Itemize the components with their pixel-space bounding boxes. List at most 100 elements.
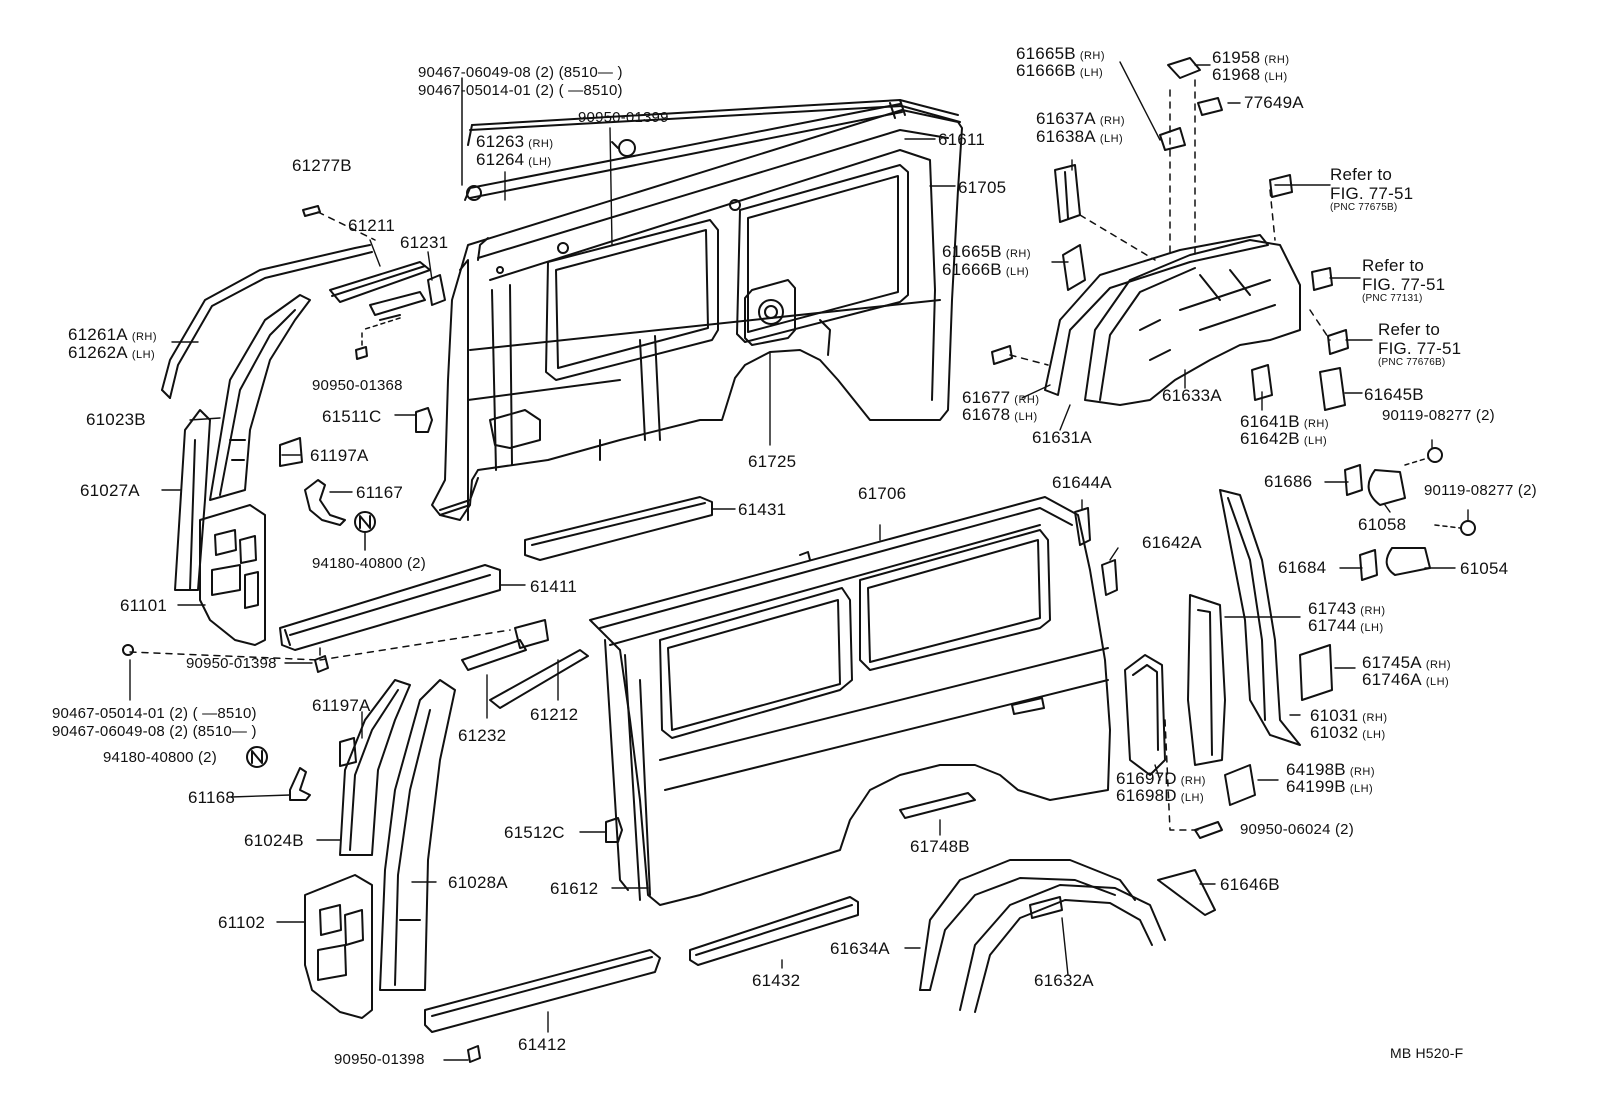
label-refer-to-1: Refer to: [1330, 165, 1393, 184]
label-61101: 61101: [120, 596, 168, 615]
part-61511C: [415, 407, 433, 433]
label-61167: 61167: [356, 483, 404, 502]
part-61646B: [1157, 869, 1216, 916]
label-90467-05014-01-lower: 90467-05014-01 (2) ( —8510): [52, 705, 257, 722]
label-61264: 61264(LH): [476, 150, 552, 169]
screw-90119-a: [1427, 447, 1443, 463]
label-61638A: 61638A(LH): [1036, 127, 1124, 146]
panel-61102: [304, 874, 373, 1019]
label-61512C: 61512C: [504, 823, 565, 842]
label-61665B-top: 61665B(RH): [1016, 44, 1106, 63]
part-ref-77675B: [1269, 174, 1293, 198]
rail-61212: [489, 649, 589, 709]
arch-61634A: [919, 859, 1136, 991]
label-61231: 61231: [400, 233, 449, 252]
label-61666B-top: 61666B(LH): [1016, 61, 1104, 80]
label-94180-40800-top: 94180-40800 (2): [312, 555, 426, 572]
label-61262A: 61262A(LH): [68, 343, 156, 362]
leader-lines: [129, 61, 1469, 1061]
label-61511C: 61511C: [322, 407, 382, 426]
label-61611: 61611: [938, 130, 986, 149]
clip-61665B-mid: [1062, 244, 1086, 291]
bracket-61686: [1344, 464, 1406, 506]
label-61197A-bottom: 61197A: [312, 696, 371, 715]
label-90467-06049-08: 90467-06049-08 (2) (8510— ): [418, 64, 623, 81]
label-61634A: 61634A: [830, 939, 890, 958]
label-pnc-77131: (PNC 77131): [1362, 293, 1423, 304]
pillar-61027A: [174, 409, 211, 591]
label-61748B: 61748B: [910, 837, 970, 856]
rocker-61412: [424, 949, 661, 1033]
label-77649A: 77649A: [1244, 93, 1304, 112]
label-61968: 61968(LH): [1212, 65, 1288, 84]
label-61411: 61411: [530, 577, 578, 596]
bracket-61684: [1359, 547, 1431, 581]
hinge-61167: [304, 479, 346, 526]
label-refer-to-2: Refer to: [1362, 256, 1425, 275]
label-61725: 61725: [748, 452, 797, 471]
label-61102: 61102: [218, 913, 266, 932]
label-61263: 61263(RH): [476, 132, 554, 151]
wheelhouse-61631A: [1044, 234, 1269, 396]
clip-90950-01398: [314, 655, 329, 673]
part-61641B: [1251, 364, 1273, 401]
bracket-61637A: [1054, 164, 1081, 223]
label-61197A-top: 61197A: [310, 446, 369, 465]
label-90950-01368: 90950-01368: [312, 377, 403, 394]
label-pnc-77676B: (PNC 77676B): [1378, 357, 1446, 368]
part-ref-77131: [1311, 267, 1333, 291]
label-61054: 61054: [1460, 559, 1509, 578]
label-61642B: 61642B(LH): [1240, 429, 1328, 448]
label-61031: 61031(RH): [1310, 706, 1388, 725]
label-61665B-mid: 61665B(RH): [942, 242, 1032, 261]
pillar-61028A: [379, 679, 456, 991]
rocker-61432: [689, 896, 859, 966]
panel-61101: [199, 504, 266, 646]
pillar-61743: [1187, 594, 1226, 766]
label-61277B: 61277B: [292, 156, 352, 175]
part-61642A: [1101, 559, 1118, 596]
label-61432: 61432: [752, 971, 801, 990]
label-61431: 61431: [738, 500, 787, 519]
clip-90950-01398-bottom: [467, 1045, 481, 1063]
label-fig-77-51-2: FIG. 77-51: [1362, 275, 1446, 294]
label-61644A: 61644A: [1052, 473, 1112, 492]
label-61027A: 61027A: [80, 481, 140, 500]
label-90119-08277-b: 90119-08277 (2): [1424, 482, 1537, 499]
rocker-61431: [524, 496, 713, 561]
label-61023B: 61023B: [86, 410, 146, 429]
label-61631A: 61631A: [1032, 428, 1092, 447]
label-61633A: 61633A: [1162, 386, 1222, 405]
label-90467-06049-08-lower: 90467-06049-08 (2) (8510— ): [52, 723, 257, 740]
label-61743: 61743(RH): [1308, 599, 1386, 618]
part-61645B: [1319, 367, 1346, 411]
diagram-code: MB H520-F: [1390, 1045, 1464, 1061]
label-61958: 61958(RH): [1212, 48, 1290, 67]
arch-61632A: [959, 884, 1166, 1013]
nut-n-icon: [246, 746, 268, 768]
label-61705: 61705: [958, 178, 1007, 197]
pillar-61031: [1219, 489, 1301, 746]
label-90950-01399: 90950-01399: [578, 109, 669, 126]
part-ref-77676B: [1327, 329, 1349, 355]
part-64198B: [1224, 764, 1256, 806]
label-61642A: 61642A: [1142, 533, 1202, 552]
label-61678: 61678(LH): [962, 405, 1038, 424]
label-61645B: 61645B: [1364, 385, 1424, 404]
label-90950-01398-mid: 90950-01398: [186, 655, 277, 672]
wheelhouse-61633A: [1084, 239, 1301, 406]
label-61684: 61684: [1278, 558, 1327, 577]
bracket-61231: [369, 274, 446, 321]
part-61958: [1167, 57, 1201, 79]
label-fig-77-51-1: FIG. 77-51: [1330, 184, 1414, 203]
label-61232: 61232: [458, 726, 507, 745]
part-61197A: [279, 437, 303, 467]
bracket-61232: [461, 619, 549, 671]
label-94180-40800-bottom: 94180-40800 (2): [103, 749, 217, 766]
fuel-door-61725: [744, 279, 796, 346]
washer-icon: [466, 185, 482, 201]
label-refer-to-3: Refer to: [1378, 320, 1441, 339]
label-61412: 61412: [518, 1035, 567, 1054]
part-61697D: [1124, 654, 1166, 776]
